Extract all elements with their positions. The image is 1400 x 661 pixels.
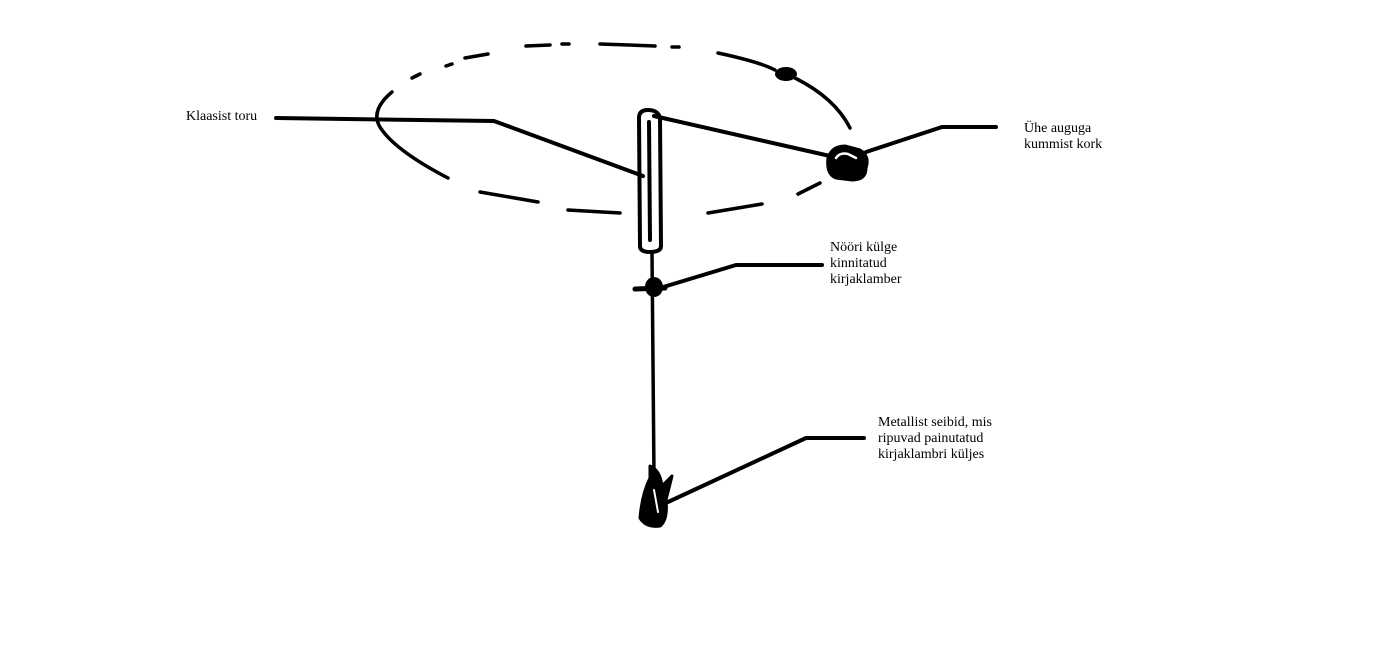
label-metal-washers: Metallist seibid, mis ripuvad painutatud… — [878, 415, 992, 463]
paper-clip-knot — [645, 277, 663, 297]
orbit-path — [375, 42, 852, 215]
glass-tube-inner-line — [647, 120, 652, 242]
label-rubber-stopper: Ühe auguga kummist kork — [1024, 121, 1102, 153]
rubber-stopper-body — [826, 144, 869, 182]
glass-tube — [637, 108, 663, 254]
label-line: Metallist seibid, mis — [878, 415, 992, 430]
orbit-dash — [566, 208, 622, 215]
orbit-dash — [524, 43, 552, 48]
label-paper-clip: Nööri külge kinnitatud kirjaklamber — [830, 240, 902, 288]
orbit-dash — [410, 72, 422, 80]
label-line: kirjaklamber — [830, 272, 902, 287]
orbit-left-arc — [375, 90, 450, 180]
label-line: kirjaklambri küljes — [878, 447, 985, 462]
string-to-stopper — [652, 114, 832, 158]
label-line: Ühe auguga — [1024, 121, 1092, 136]
orbit-dash — [444, 62, 454, 68]
label-line: ripuvad painutatud — [878, 431, 984, 446]
orbit-dash — [706, 202, 764, 215]
label-line: kummist kork — [1024, 137, 1103, 152]
leader-line-metal-washers — [666, 436, 866, 504]
orbit-right-arc — [793, 76, 852, 130]
label-line: Nööri külge — [830, 240, 898, 255]
metal-washers-gap — [653, 489, 659, 513]
leader-line-glass-tube — [274, 116, 645, 178]
orbit-blob — [775, 67, 797, 81]
rubber-stopper — [826, 144, 869, 182]
label-glass-tube: Klaasist toru — [186, 109, 257, 125]
orbit-dash — [796, 181, 822, 196]
metal-washers — [638, 464, 674, 528]
label-line: Klaasist toru — [186, 109, 258, 124]
leader-line-paper-clip — [658, 263, 824, 290]
orbit-dash — [478, 190, 540, 204]
orbit-dash — [716, 51, 777, 72]
rubber-stopper-highlight — [834, 152, 858, 160]
glass-tube-outline — [637, 108, 663, 254]
orbit-dash — [463, 52, 490, 60]
label-line: kinnitatud — [830, 256, 887, 271]
orbit-dash — [598, 42, 657, 48]
leader-line-rubber-stopper — [864, 125, 998, 154]
